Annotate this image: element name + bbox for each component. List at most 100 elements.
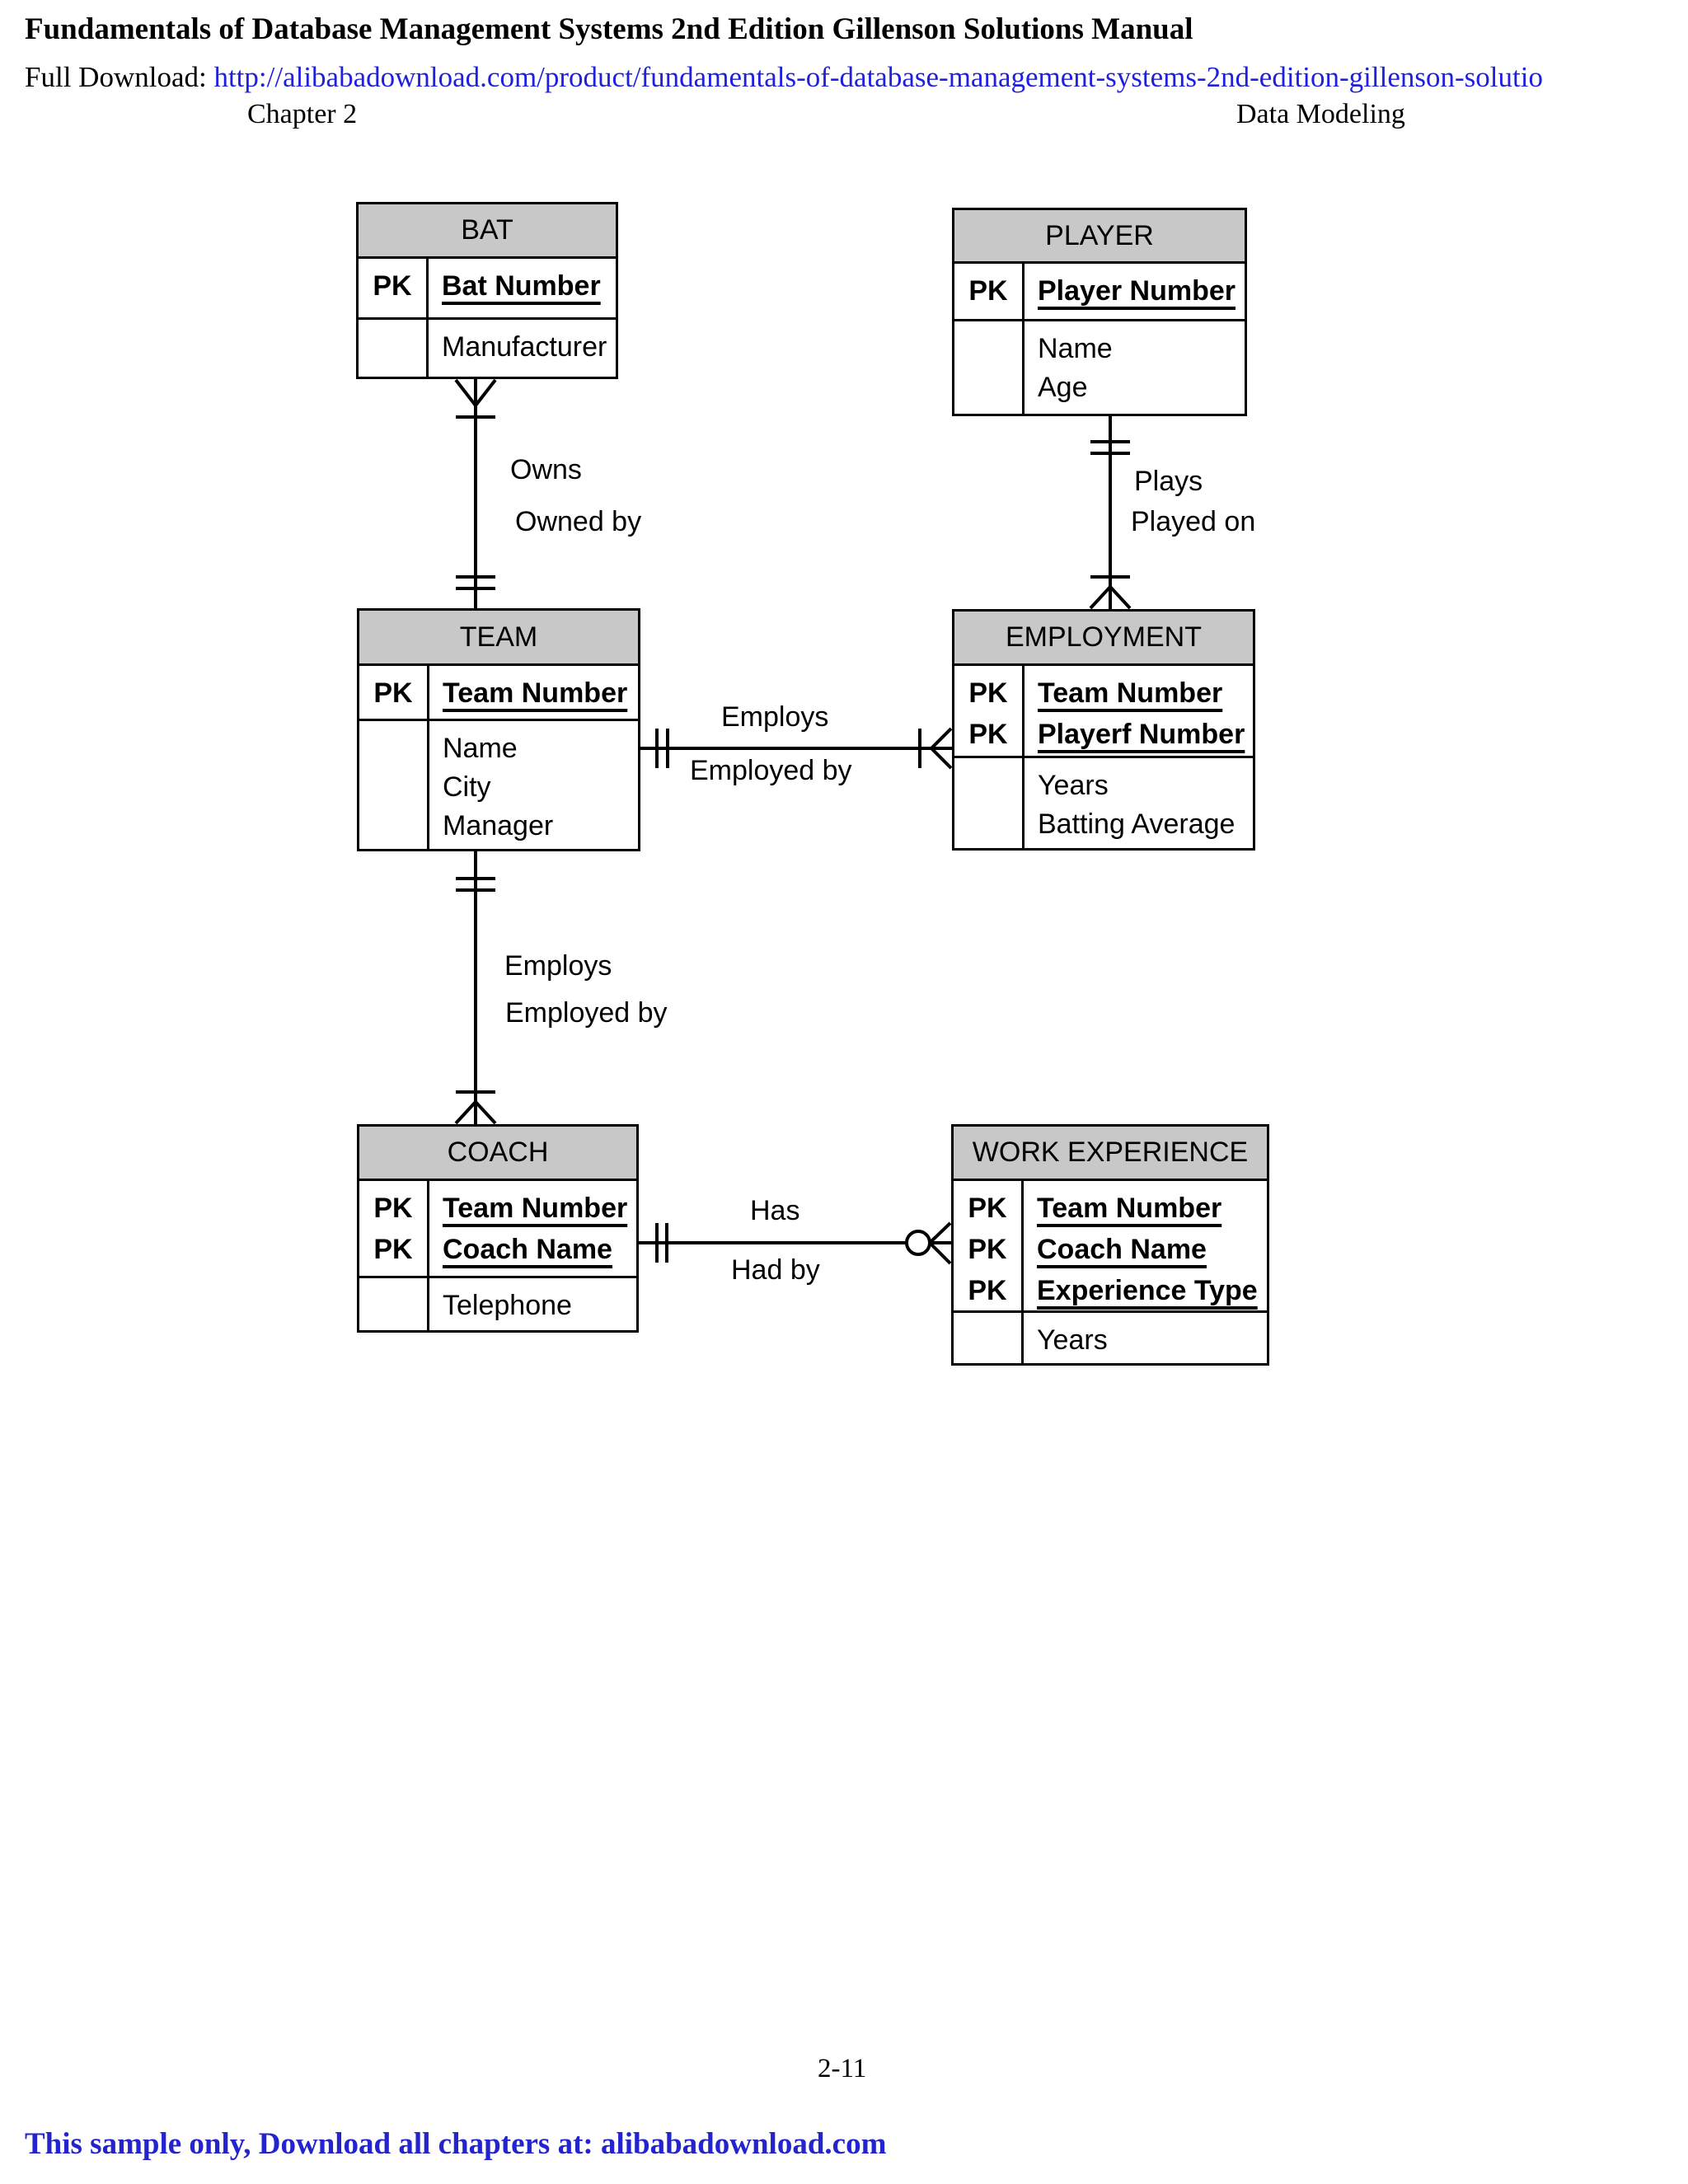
attribute: Batting Average — [1038, 808, 1236, 840]
entity-work-experience: WORK EXPERIENCE PK PK PK Team Number Coa… — [951, 1124, 1269, 1366]
attr-row: Name Age — [954, 321, 1245, 414]
crow-foot-icon — [930, 727, 953, 750]
pk-row: PK Team Number — [359, 666, 638, 721]
pk-cell-empty — [954, 758, 1025, 848]
attr-row: Name City Manager — [359, 721, 638, 849]
crow-foot-icon — [1089, 585, 1112, 610]
attribute: City — [443, 771, 491, 803]
key-attribute: Team Number — [443, 1193, 628, 1224]
pk-row: PK PK Team Number Coach Name — [359, 1181, 636, 1278]
key-attribute: Playerf Number — [1038, 719, 1245, 750]
attr-cell: Name City Manager — [429, 721, 638, 849]
sample-download-link[interactable]: This sample only, Download all chapters … — [25, 2127, 887, 2161]
pk-cell: PK — [954, 264, 1025, 319]
rel-label-played-on: Played on — [1131, 506, 1256, 537]
attr-row: Manufacturer — [359, 320, 616, 377]
attribute: Years — [1038, 770, 1109, 801]
attr-cell: Years Batting Average — [1025, 758, 1253, 848]
rel-label-has: Has — [750, 1195, 800, 1226]
entity-title: EMPLOYMENT — [954, 612, 1253, 666]
pk-tag: PK — [968, 1275, 1007, 1306]
rel-label-employs-2: Employs — [504, 950, 612, 982]
attribute: Years — [1037, 1324, 1108, 1356]
attr-row: Years — [954, 1313, 1267, 1363]
download-prefix: Full Download: — [25, 61, 214, 93]
attribute: Age — [1038, 372, 1088, 403]
connector-has — [639, 1221, 952, 1265]
attr-row: Telephone — [359, 1278, 636, 1330]
rel-label-employs: Employs — [721, 701, 829, 733]
chapter-label: Chapter 2 — [247, 99, 358, 129]
rel-label-owns: Owns — [510, 454, 582, 485]
rel-label-had-by: Had by — [731, 1254, 820, 1286]
key-attribute: Bat Number — [442, 270, 601, 302]
key-attr-cell: Team Number Coach Name Experience Type — [1024, 1181, 1267, 1310]
attribute: Manufacturer — [442, 331, 607, 363]
pk-cell-empty — [954, 321, 1025, 414]
pk-cell: PK — [359, 666, 429, 719]
pk-tag: PK — [968, 1234, 1007, 1265]
crow-foot-icon — [928, 1221, 952, 1244]
pk-tag: PK — [373, 1234, 413, 1265]
pk-cell-empty — [359, 320, 429, 377]
key-attr-cell: Team Number — [429, 666, 638, 719]
key-attr-cell: Player Number — [1025, 264, 1245, 319]
section-label: Data Modeling — [1236, 99, 1405, 129]
entity-title: PLAYER — [954, 210, 1245, 264]
entity-player: PLAYER PK Player Number Name Age — [952, 208, 1247, 416]
pk-tag: PK — [373, 1193, 413, 1224]
pk-cell-empty — [359, 721, 429, 849]
pk-row: PK PK Team Number Playerf Number — [954, 666, 1253, 758]
key-attribute: Coach Name — [443, 1234, 612, 1265]
entity-employment: EMPLOYMENT PK PK Team Number Playerf Num… — [952, 609, 1255, 851]
entity-coach: COACH PK PK Team Number Coach Name Telep… — [357, 1124, 639, 1333]
crow-foot-icon — [454, 378, 477, 407]
pk-row: PK Player Number — [954, 264, 1245, 321]
key-attribute: Experience Type — [1037, 1275, 1258, 1306]
key-attribute: Player Number — [1038, 275, 1236, 307]
pk-cell: PK — [359, 259, 429, 317]
pk-cell: PK PK — [954, 666, 1025, 756]
entity-title: COACH — [359, 1127, 636, 1181]
connector-owns — [454, 378, 497, 608]
pk-tag: PK — [373, 270, 412, 302]
entity-title: BAT — [359, 204, 616, 259]
zero-circle-icon — [905, 1230, 931, 1256]
connector-employs-employment — [640, 727, 953, 770]
key-attr-cell: Team Number Coach Name — [429, 1181, 636, 1276]
key-attribute: Team Number — [1038, 677, 1223, 709]
crow-foot-icon — [454, 1100, 477, 1125]
rel-label-owned-by: Owned by — [515, 506, 642, 537]
rel-label-employed-by: Employed by — [690, 755, 852, 786]
attr-cell: Years — [1024, 1313, 1267, 1363]
pk-cell-empty — [359, 1278, 429, 1330]
download-line: Full Download: http://alibabadownload.co… — [25, 61, 1688, 94]
key-attr-cell: Bat Number — [429, 259, 616, 317]
rel-label-plays: Plays — [1134, 466, 1203, 497]
key-attribute: Team Number — [1037, 1193, 1222, 1224]
rel-label-employed-by-2: Employed by — [505, 997, 668, 1029]
pk-cell-empty — [954, 1313, 1024, 1363]
attribute: Telephone — [443, 1290, 572, 1321]
download-url-link[interactable]: http://alibabadownload.com/product/funda… — [213, 61, 1543, 93]
connector-plays — [1089, 416, 1132, 610]
pk-tag: PK — [968, 1193, 1007, 1224]
pk-row: PK PK PK Team Number Coach Name Experien… — [954, 1181, 1267, 1313]
entity-title: WORK EXPERIENCE — [954, 1127, 1267, 1181]
attribute: Name — [1038, 333, 1113, 364]
pk-tag: PK — [968, 719, 1008, 750]
attribute: Manager — [443, 810, 554, 841]
pk-tag: PK — [373, 677, 413, 709]
key-attribute: Team Number — [443, 677, 628, 709]
entity-team: TEAM PK Team Number Name City Manager — [357, 608, 640, 851]
pk-cell: PK PK PK — [954, 1181, 1024, 1310]
page-number: 2-11 — [818, 2054, 867, 2083]
pk-tag: PK — [968, 677, 1008, 709]
key-attribute: Coach Name — [1037, 1234, 1207, 1265]
attr-cell: Name Age — [1025, 321, 1245, 414]
attr-cell: Telephone — [429, 1278, 636, 1330]
key-attr-cell: Team Number Playerf Number — [1025, 666, 1253, 756]
attribute: Name — [443, 733, 518, 764]
